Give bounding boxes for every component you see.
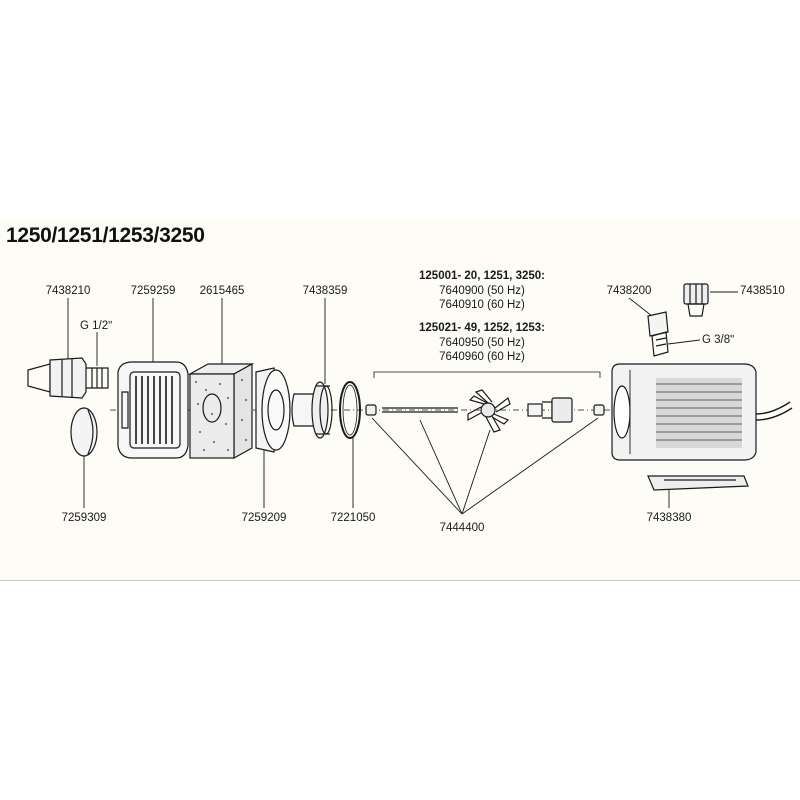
- shaft-assembly-part: [365, 389, 605, 433]
- variant-a-line2: 7640910 (60 Hz): [439, 299, 525, 311]
- impeller-part: [467, 389, 511, 433]
- nozzle-part: [27, 357, 109, 399]
- variant-b-line1: 7640950 (50 Hz): [439, 337, 525, 349]
- diagram-title: 1250/1251/1253/3250: [6, 224, 205, 247]
- label-thread-g-half: G 1/2ʺ: [80, 320, 113, 332]
- label-7259259: 7259259: [130, 285, 176, 297]
- label-7221050: 7221050: [330, 512, 376, 524]
- label-7438380: 7438380: [646, 512, 692, 524]
- label-7438510: 7438510: [740, 285, 785, 297]
- label-7259209: 7259209: [241, 512, 287, 524]
- label-7259309: 7259309: [61, 512, 107, 524]
- impeller-housing-part: [291, 381, 333, 439]
- foam-filter-part: [187, 362, 255, 460]
- label-7438359: 7438359: [302, 285, 348, 297]
- variant-a-line1: 7640900 (50 Hz): [439, 285, 525, 297]
- variant-b-heading: 125021- 49, 1252, 1253:: [419, 322, 545, 334]
- mounting-plate-part: [647, 475, 749, 491]
- label-7438210: 7438210: [45, 285, 91, 297]
- cap-part: [70, 407, 98, 457]
- motor-housing-part: [611, 363, 793, 461]
- label-7444400: 7444400: [439, 522, 485, 534]
- variant-a-heading: 125001- 20, 1251, 3250:: [419, 270, 545, 282]
- label-2615465: 2615465: [199, 285, 245, 297]
- variant-b-line2: 7640960 (60 Hz): [439, 351, 525, 363]
- label-7438200: 7438200: [606, 285, 652, 297]
- outlet-fitting-part: [647, 311, 669, 357]
- strainer-cage-part: [117, 361, 189, 459]
- rotor-cover-part: [255, 367, 291, 453]
- label-thread-g-three-eighths: G 3/8ʺ: [702, 334, 735, 346]
- fitting-nut-part: [683, 283, 709, 317]
- o-ring-part: [339, 381, 361, 439]
- leader-lines: [67, 291, 738, 515]
